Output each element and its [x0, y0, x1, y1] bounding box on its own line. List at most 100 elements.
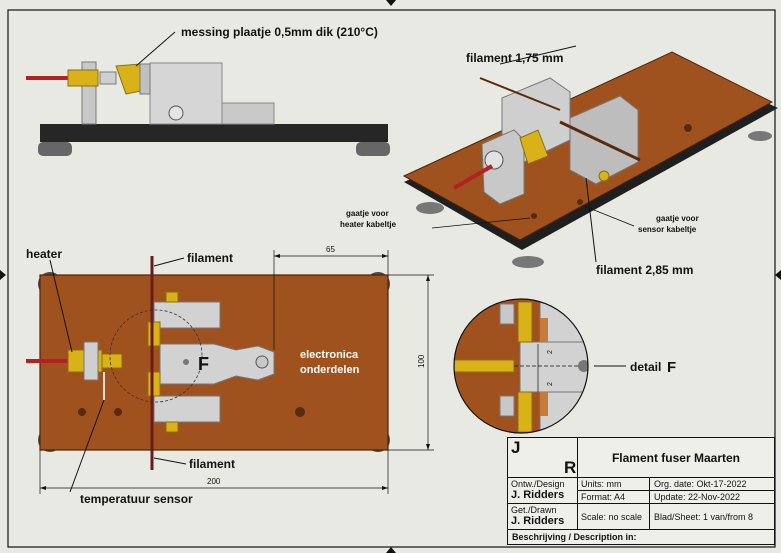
designer-cell: Ontw./Design J. Ridders — [508, 478, 578, 504]
center-mark-top — [386, 0, 396, 6]
label-temp-sensor: temperatuur sensor — [80, 492, 193, 506]
leader-filament175 — [499, 45, 577, 65]
label-gaatje-sensor-1: gaatje voor — [656, 214, 699, 223]
dimension-200 — [39, 450, 389, 494]
label-filament285: filament 2,85 mm — [596, 263, 693, 277]
label-filament-bottom: filament — [189, 457, 235, 471]
description: Beschrijving / Description in: — [512, 532, 637, 542]
side-view-block — [149, 62, 223, 125]
iso-hole-heater — [531, 213, 537, 219]
original-date: Org. date: Okt-17-2022 — [650, 478, 775, 491]
iso-block-front — [481, 129, 525, 205]
side-view-foot-right — [356, 142, 390, 156]
top-view — [26, 256, 390, 470]
label-gaatje-heater-1: gaatje voor — [346, 209, 389, 218]
iso-foot-3 — [748, 131, 772, 141]
title-block-logo: J R — [508, 438, 578, 478]
units: Units: mm — [578, 478, 650, 491]
center-mark-bottom — [386, 547, 396, 553]
top-arm-hole-1 — [183, 359, 189, 365]
top-hole-1 — [78, 408, 86, 416]
detail-circle-marker — [109, 309, 203, 403]
top-bracket-lower — [153, 395, 221, 423]
designer-label: Ontw./Design — [511, 479, 565, 489]
leader-gaatje-heater — [431, 217, 531, 229]
detail-letter-top: F — [198, 354, 209, 374]
drawn-cell: Get./Drawn J. Ridders — [508, 504, 578, 530]
leader-messing — [135, 31, 176, 67]
drawing-title: Flament fuser Maarten — [578, 438, 775, 478]
title-block: J R Flament fuser Maarten Ontw./Design J… — [507, 437, 775, 545]
top-sensor-arm — [159, 343, 275, 385]
label-messing: messing plaatje 0,5mm dik (210°C) — [181, 25, 378, 39]
iso-brass-plate — [519, 129, 549, 165]
detail-pad-1 — [540, 318, 548, 342]
leader-heater — [49, 259, 73, 353]
designer-name: J. Ridders — [511, 489, 565, 501]
dimension-65 — [273, 250, 389, 350]
iso-sensor — [598, 170, 610, 182]
side-view-clamp — [139, 63, 151, 95]
side-view-base — [40, 124, 388, 142]
detail-pad-2 — [540, 392, 548, 416]
side-view — [26, 61, 390, 156]
detail-screw-lower — [499, 395, 515, 417]
iso-hole-sensor — [577, 199, 583, 205]
label-electronica-2: onderdelen — [300, 364, 360, 376]
dim-65-value: 65 — [326, 245, 335, 254]
top-heater-block — [83, 341, 99, 381]
leader-filament-bottom — [153, 457, 187, 465]
iso-foot-1 — [416, 202, 444, 214]
isometric-view — [402, 51, 778, 268]
center-mark-left — [0, 270, 6, 280]
iso-filament-175 — [479, 77, 561, 111]
iso-filament-285 — [559, 120, 641, 162]
top-nozzle — [101, 353, 123, 369]
detail-clamp-lower — [517, 391, 533, 433]
sheet-number: Blad/Sheet: 1 van/from 8 — [650, 504, 775, 530]
leader-filament-top — [153, 257, 185, 267]
side-view-heater — [67, 69, 99, 87]
top-hole-3 — [295, 407, 305, 417]
label-detail-letter: F — [667, 359, 676, 376]
detail-hole — [578, 360, 588, 372]
sheet-border — [7, 9, 776, 548]
top-arm-hole-2 — [255, 355, 269, 369]
side-view-foot-left — [38, 142, 72, 156]
top-screw-1 — [165, 291, 179, 303]
dimension-100 — [388, 274, 434, 451]
side-view-nozzle — [99, 71, 117, 85]
side-view-heater-wire — [26, 76, 72, 80]
top-bracket-upper — [153, 301, 221, 329]
iso-foot-2 — [512, 256, 544, 268]
side-view-step — [221, 102, 275, 125]
top-heater-wire — [26, 359, 74, 363]
label-filament175: filament 1,75 mm — [466, 51, 563, 65]
iso-heater-wire — [452, 164, 494, 190]
logo-letter-r: R — [564, 458, 577, 477]
side-view-screw — [168, 105, 184, 121]
iso-block-right — [569, 95, 639, 185]
top-hole-2 — [114, 408, 122, 416]
dim-100-value: 100 — [417, 354, 426, 368]
top-clamp-upper — [147, 321, 161, 347]
detail-arm — [519, 341, 588, 393]
update-date: Update: 22-Nov-2022 — [650, 491, 775, 504]
detail-outline — [453, 298, 589, 434]
label-electronica-1: electronica — [300, 349, 359, 361]
drawn-name: J. Ridders — [511, 515, 565, 527]
detail-clamp-upper — [517, 301, 533, 343]
detail-nozzle — [454, 359, 515, 373]
label-detail: detail — [630, 360, 661, 374]
detail-screw-upper — [499, 303, 515, 325]
leader-temp-sensor — [69, 399, 105, 493]
detail-dim-2: 2 — [547, 382, 554, 386]
center-mark-right — [775, 270, 781, 280]
label-gaatje-heater-2: heater kabeltje — [340, 220, 397, 229]
label-heater: heater — [26, 247, 62, 261]
top-clamp-lower — [147, 371, 161, 397]
label-filament-top: filament — [187, 251, 233, 265]
dim-200-value: 200 — [207, 477, 221, 486]
drawn-label: Get./Drawn — [511, 505, 557, 515]
